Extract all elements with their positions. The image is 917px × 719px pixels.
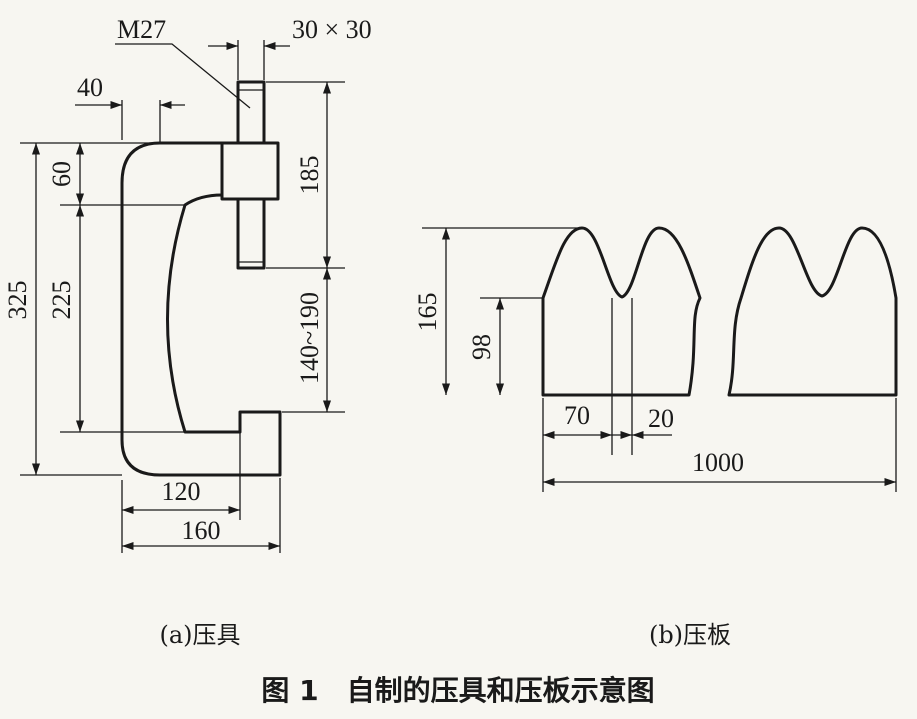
label-gap: 20 [648,404,674,433]
label-thread: M27 [117,15,166,44]
screw-lower [236,197,266,270]
label-top-height: 60 [47,161,76,187]
label-square: 30 × 30 [292,15,372,44]
label-plate-height-base: 98 [467,334,496,360]
screw-block [220,141,280,201]
label-plate-height-total: 165 [413,293,442,332]
caption-clamp: (a)压具 [159,621,240,649]
label-inner-height: 225 [47,281,76,320]
label-total-width: 160 [182,516,221,545]
label-plate-length: 1000 [692,448,744,477]
screw-upper [236,80,266,145]
label-jaw-width: 120 [162,477,201,506]
label-total-height: 325 [3,281,32,320]
label-tooth-spacing: 70 [564,401,590,430]
plate-right-section [727,226,898,397]
clamp-drawing: M27 30 × 30 40 60 225 325 185 140~190 12… [3,15,372,553]
label-opening-range: 140~190 [295,292,324,384]
label-top-offset: 40 [77,73,103,102]
clamp-frame [120,141,282,477]
plate-left-section [541,226,702,397]
figure-title: 图 1 自制的压具和压板示意图 [261,674,654,707]
plate-drawing: 165 98 70 20 1000 [413,226,898,492]
caption-plate: (b)压板 [649,621,731,649]
label-screw-height: 185 [295,156,324,195]
